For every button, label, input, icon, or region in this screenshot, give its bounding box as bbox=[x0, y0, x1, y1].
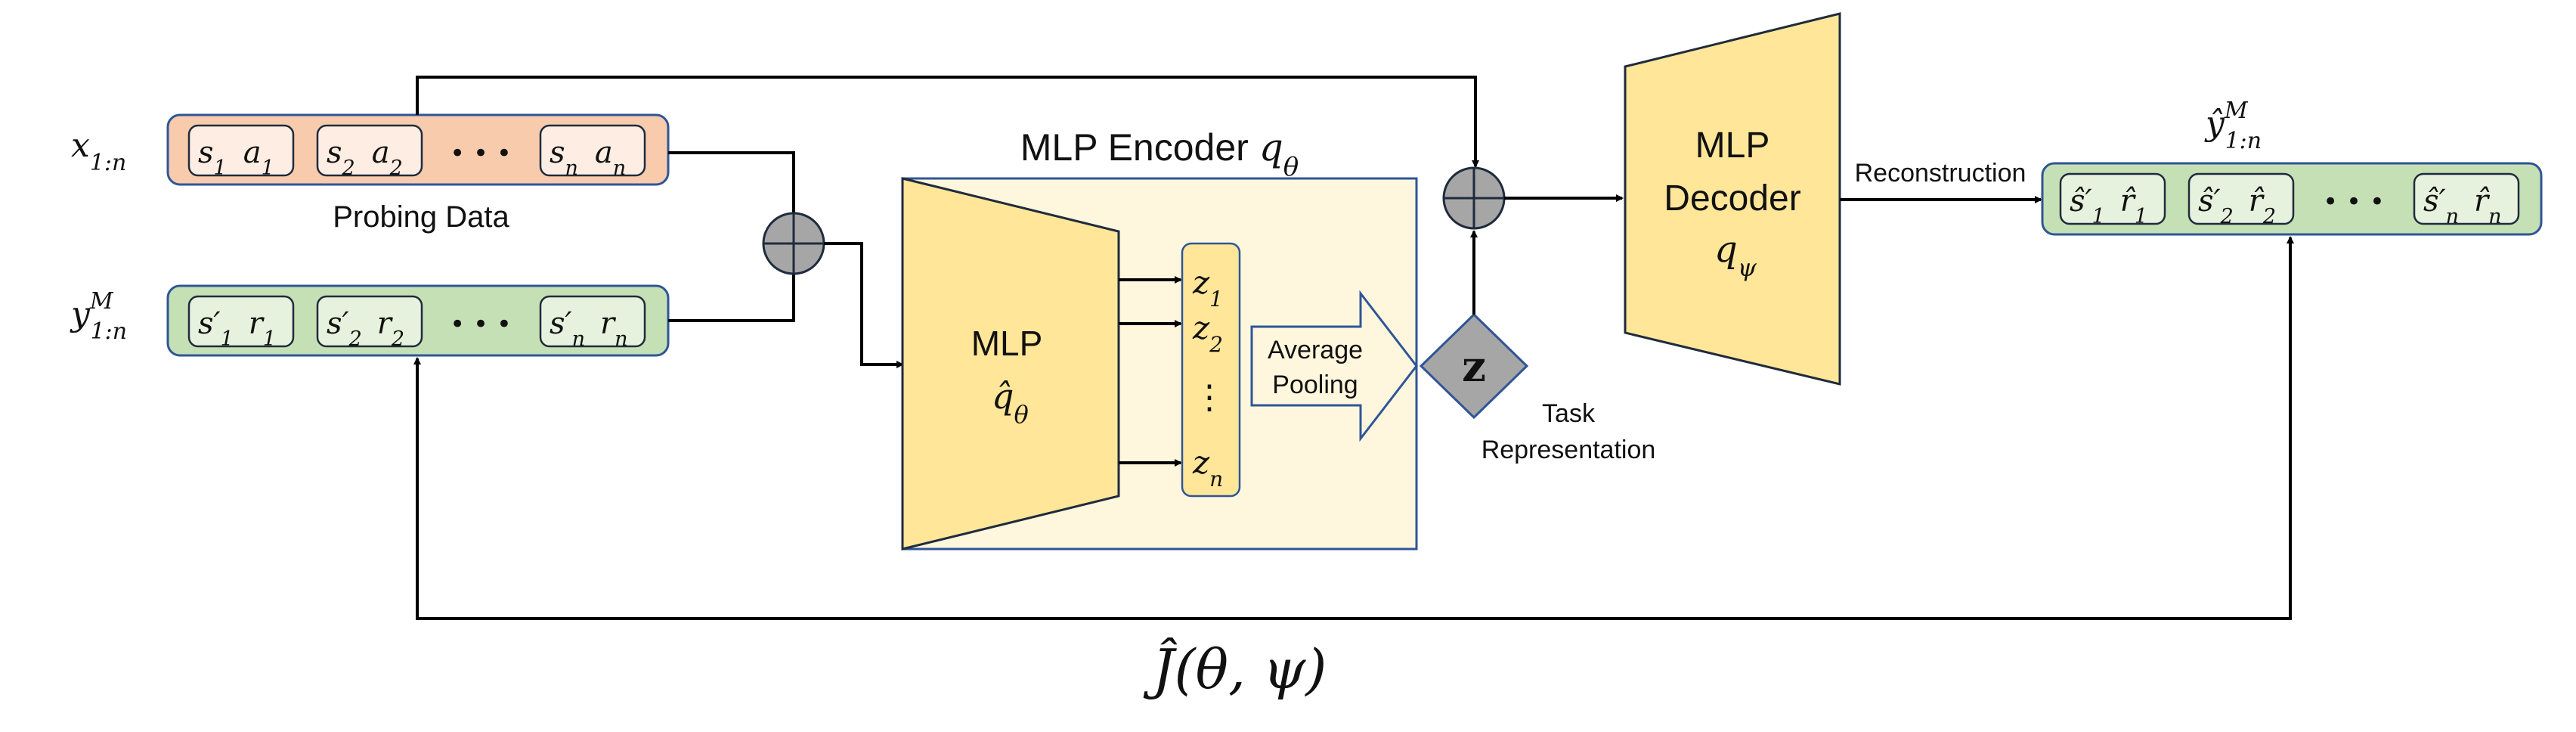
sum-to-encoder-arrow bbox=[824, 242, 904, 368]
reconstruction-ellipsis: • • • bbox=[2323, 187, 2385, 217]
task-representation-label-2: Representation bbox=[1482, 436, 1656, 464]
reconstruction-label: Reconstruction bbox=[1855, 159, 2026, 188]
probing-to-sum-arrow bbox=[668, 151, 797, 221]
encoder-title: MLP Encoder qθ bbox=[1020, 126, 1299, 182]
encoder-mlp-label: MLP bbox=[971, 324, 1043, 363]
task-representation-label-1: Task bbox=[1542, 399, 1596, 428]
target-ellipsis: • • • bbox=[450, 309, 512, 340]
task-representation-diamond bbox=[1419, 312, 1529, 420]
task-representation-symbol: z bbox=[1462, 342, 1486, 392]
average-pooling-label-2: Pooling bbox=[1272, 371, 1358, 399]
latent-vdots: ⋮ bbox=[1193, 378, 1226, 417]
probing-data-variable: x1:n bbox=[71, 126, 126, 176]
sum-node-decoder bbox=[1442, 166, 1506, 230]
probing-data-caption: Probing Data bbox=[333, 200, 509, 234]
average-pooling-label-1: Average bbox=[1268, 336, 1363, 364]
encoder-mlp-trapezoid bbox=[901, 177, 1120, 551]
latent-column bbox=[1181, 242, 1241, 498]
decoder-label-2: Decoder bbox=[1664, 178, 1800, 219]
decoder-trapezoid bbox=[1624, 12, 1841, 386]
average-pooling-arrow bbox=[1250, 290, 1418, 442]
sum-node-inputs bbox=[762, 212, 825, 275]
target-to-sum-arrow bbox=[668, 266, 797, 322]
probing-ellipsis: • • • bbox=[450, 138, 512, 169]
probing-skip-arrow bbox=[416, 76, 1479, 168]
objective-loop-arrow-to-reconstruction bbox=[1058, 236, 2294, 620]
objective-loop-arrow-to-target bbox=[413, 357, 1058, 620]
decoder-label-1: MLP bbox=[1695, 126, 1770, 166]
objective-label: Ĵ(θ, ψ) bbox=[1143, 637, 1327, 701]
